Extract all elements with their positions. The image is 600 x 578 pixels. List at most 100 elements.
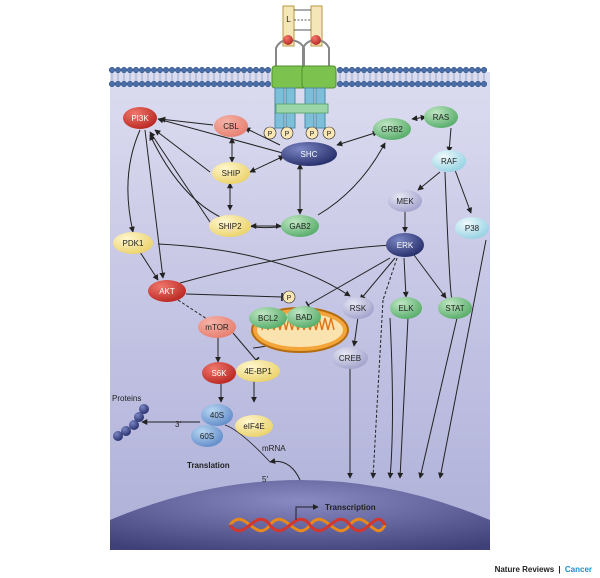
membrane-lipid bbox=[474, 80, 482, 88]
membrane-lipid bbox=[210, 66, 218, 74]
journal-separator: | bbox=[558, 565, 561, 574]
membrane-lipid bbox=[126, 66, 134, 74]
membrane-lipid bbox=[468, 80, 476, 88]
membrane-lipid bbox=[150, 66, 158, 74]
five-prime-label: 5′ bbox=[262, 475, 268, 484]
membrane-lipid bbox=[384, 66, 392, 74]
node-grb2-label: GRB2 bbox=[381, 125, 403, 134]
membrane-lipid bbox=[366, 80, 374, 88]
node-mek-label: MEK bbox=[396, 197, 414, 206]
node-mtor: mTOR bbox=[198, 316, 236, 338]
membrane-lipid bbox=[246, 66, 254, 74]
node-ship2-label: SHIP2 bbox=[218, 222, 242, 231]
membrane-lipid bbox=[162, 66, 170, 74]
membrane-lipid bbox=[222, 80, 230, 88]
dna-helix bbox=[228, 517, 387, 533]
membrane-lipid bbox=[168, 66, 176, 74]
node-rsk-label: RSK bbox=[350, 304, 367, 313]
membrane-lipid bbox=[438, 80, 446, 88]
membrane-lipid bbox=[168, 80, 176, 88]
membrane-lipid bbox=[426, 80, 434, 88]
ligand-label: L bbox=[286, 15, 291, 24]
node-gab2: GAB2 bbox=[281, 215, 319, 237]
membrane-lipid bbox=[342, 80, 350, 88]
membrane-lipid bbox=[462, 80, 470, 88]
membrane-lipid bbox=[228, 66, 236, 74]
node-raf: RAF bbox=[432, 150, 466, 172]
membrane-lipid bbox=[132, 66, 140, 74]
node-bad-label: BAD bbox=[296, 313, 313, 322]
node-elk-label: ELK bbox=[398, 304, 414, 313]
membrane-lipid bbox=[396, 80, 404, 88]
node-mek: MEK bbox=[388, 190, 422, 212]
protein-chain bbox=[113, 404, 149, 441]
membrane-lipid bbox=[264, 66, 272, 74]
node-ship: SHIP bbox=[212, 162, 250, 184]
membrane-lipid bbox=[438, 66, 446, 74]
node-cbl-label: CBL bbox=[223, 122, 239, 131]
membrane-lipid bbox=[156, 80, 164, 88]
membrane-lipid bbox=[126, 80, 134, 88]
node-p38-label: P38 bbox=[465, 224, 480, 233]
membrane-lipid bbox=[240, 66, 248, 74]
ligand-binding-site bbox=[311, 35, 321, 45]
membrane-lipid bbox=[186, 66, 194, 74]
node-mtor-label: mTOR bbox=[205, 323, 229, 332]
node-4ebp1: 4E-BP1 bbox=[236, 360, 280, 382]
membrane-lipid bbox=[252, 80, 260, 88]
membrane-lipid bbox=[216, 66, 224, 74]
membrane-lipid bbox=[378, 66, 386, 74]
membrane-lipid bbox=[408, 66, 416, 74]
node-grb2: GRB2 bbox=[373, 118, 411, 140]
node-pi3k: PI3K bbox=[123, 107, 157, 129]
membrane-lipid bbox=[174, 66, 182, 74]
membrane-lipid bbox=[228, 80, 236, 88]
membrane-lipid bbox=[138, 80, 146, 88]
membrane-lipid bbox=[120, 80, 128, 88]
membrane-lipid bbox=[156, 66, 164, 74]
membrane-lipid bbox=[204, 66, 212, 74]
membrane-lipid bbox=[210, 80, 218, 88]
node-erk: ERK bbox=[386, 233, 424, 257]
node-akt: AKT bbox=[148, 280, 186, 302]
transmembrane-domain bbox=[301, 65, 337, 89]
membrane-lipid bbox=[114, 80, 122, 88]
receptor-phospho-sites: P P P P bbox=[263, 126, 336, 140]
node-raf-label: RAF bbox=[441, 157, 457, 166]
membrane-lipid bbox=[360, 66, 368, 74]
membrane-lipid bbox=[108, 80, 116, 88]
transmembrane-domain bbox=[271, 65, 307, 89]
membrane-lipid bbox=[342, 66, 350, 74]
phospho-site-label: P bbox=[327, 131, 332, 138]
membrane-lipid bbox=[174, 80, 182, 88]
membrane-lipid bbox=[198, 80, 206, 88]
membrane-lipid bbox=[420, 66, 428, 74]
membrane-lipid bbox=[360, 80, 368, 88]
node-elk: ELK bbox=[390, 297, 422, 319]
three-prime-label: 3′ bbox=[175, 420, 181, 429]
receptor-complex: L bbox=[271, 5, 337, 129]
membrane-lipid bbox=[234, 80, 242, 88]
membrane-lipid bbox=[258, 80, 266, 88]
membrane-lipid bbox=[450, 80, 458, 88]
cell-membrane bbox=[108, 66, 488, 88]
node-40s: 40S bbox=[201, 404, 233, 426]
phospho-bad-label: P bbox=[287, 295, 292, 302]
nucleus bbox=[110, 480, 490, 550]
membrane-lipid bbox=[114, 66, 122, 74]
membrane-lipid bbox=[132, 80, 140, 88]
membrane-lipid bbox=[348, 66, 356, 74]
membrane-lipid bbox=[450, 66, 458, 74]
node-shc-label: SHC bbox=[301, 150, 318, 159]
membrane-lipid bbox=[414, 66, 422, 74]
membrane-lipid bbox=[408, 80, 416, 88]
membrane-lipid bbox=[444, 66, 452, 74]
node-akt-label: AKT bbox=[159, 287, 175, 296]
membrane-lipid bbox=[432, 66, 440, 74]
membrane-lipid bbox=[354, 66, 362, 74]
membrane-lipid bbox=[456, 66, 464, 74]
membrane-lipid bbox=[240, 80, 248, 88]
membrane-lipid bbox=[222, 66, 230, 74]
